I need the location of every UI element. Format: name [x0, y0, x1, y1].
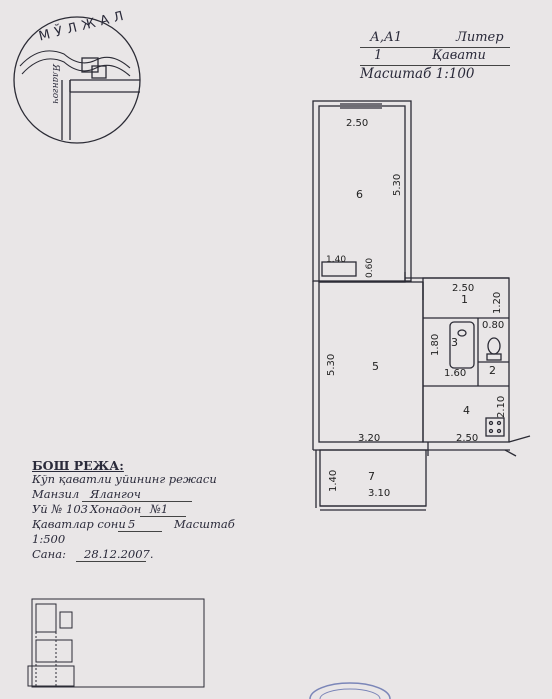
stamp-street-label: Ялангоч: [50, 64, 60, 104]
house-label: Уй №: [32, 502, 63, 516]
plan-walls: [312, 100, 531, 511]
dim-room6-width: 2.50: [346, 118, 368, 129]
dim-room1-width: 2.50: [452, 283, 474, 294]
dim-room4-width: 2.50: [456, 433, 478, 444]
address-label: Манзил: [32, 487, 80, 501]
dim-room2-width: 0.80: [482, 320, 504, 331]
room-number-3: 3: [451, 336, 458, 349]
dim-room3-width: 1.60: [444, 368, 466, 379]
liter-label: Литер: [456, 30, 504, 45]
liter-value: А,А1: [370, 30, 403, 45]
address-value: Ялангоч: [90, 487, 141, 501]
floors-value: 5: [128, 517, 136, 531]
dim-room1-depth: 1.20: [492, 292, 503, 314]
apt-value: №1: [150, 502, 169, 516]
apt-label: Хонадон: [90, 502, 142, 516]
plan-scale: Масштаб 1:100: [360, 66, 475, 82]
house-value: 103: [66, 502, 88, 516]
dim-balcony-depth: 1.40: [328, 470, 339, 492]
stamp-graphic: [13, 16, 141, 144]
floors-label: Қаватлар сони: [32, 517, 126, 531]
dim-room4-depth: 2.10: [496, 396, 507, 418]
plan-type: Кўп қаватли уйининг режаси: [32, 472, 217, 486]
room-number-4: 4: [463, 404, 470, 417]
room-number-7: 7: [368, 470, 375, 483]
dim-room3-height: 1.80: [430, 334, 441, 356]
dim-room6-length: 5.30: [392, 174, 403, 196]
dim-balcony-width: 3.10: [368, 488, 390, 499]
info-heading: БОШ РЕЖА:: [32, 458, 124, 473]
room-number-6: 6: [356, 188, 363, 201]
floor-value: 1: [374, 48, 383, 63]
dim-niche-width: 1.40: [326, 255, 346, 265]
stamp-top-text: МЎЛЖАЛ: [37, 7, 130, 45]
dim-room5-length: 5.30: [326, 354, 337, 376]
date-value: 28.12.2007.: [84, 547, 154, 561]
scale-label: Масштаб: [174, 517, 235, 531]
date-label: Сана:: [32, 547, 66, 561]
room-number-1: 1: [461, 293, 468, 306]
room-number-2: 2: [489, 364, 496, 377]
room-number-5: 5: [372, 360, 379, 373]
scale-value: 1:500: [32, 532, 66, 546]
dim-niche-depth: 0.60: [365, 258, 375, 278]
dim-room5-width: 3.20: [358, 433, 380, 444]
floor-label: Қавати: [432, 48, 486, 63]
